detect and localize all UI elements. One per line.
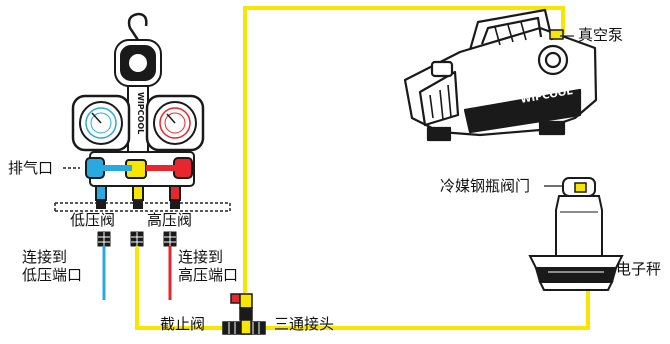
label-shutoff-valve: 截止阀: [160, 315, 206, 333]
label-connect-high: 连接到 高压端口: [178, 248, 238, 284]
label-refrigerant-valve: 冷媒钢瓶阀门: [440, 177, 531, 195]
leader-lines: [544, 35, 614, 269]
label-tee-fitting: 三通接头: [274, 315, 335, 333]
shutoff-tee-assembly: [222, 293, 266, 335]
colored-hoses: [102, 246, 172, 300]
label-connect-low-line2: 低压端口: [22, 266, 83, 284]
label-low-valve: 低压阀: [70, 211, 116, 229]
vacuum-pump: [403, 8, 598, 142]
manifold-brand-text: WIPCOOL: [136, 92, 145, 134]
label-vacuum-pump: 真空泵: [578, 26, 624, 44]
refrigerant-cylinder: [555, 177, 603, 261]
label-connect-low: 连接到 低压端口: [22, 248, 82, 284]
dashed-guides: [54, 167, 231, 212]
label-electronic-scale: 电子秤: [616, 260, 662, 278]
label-exhaust-port: 排气口: [8, 159, 54, 177]
label-high-valve: 高压阀: [147, 211, 193, 229]
electronic-scale: [528, 255, 624, 291]
label-connect-high-line2: 高压端口: [178, 266, 239, 284]
label-connect-low-line1: 连接到: [22, 248, 68, 266]
connector-grid-lines: [98, 232, 176, 246]
manifold-gauge-set: [71, 12, 205, 209]
label-connect-high-line1: 连接到: [178, 248, 224, 266]
